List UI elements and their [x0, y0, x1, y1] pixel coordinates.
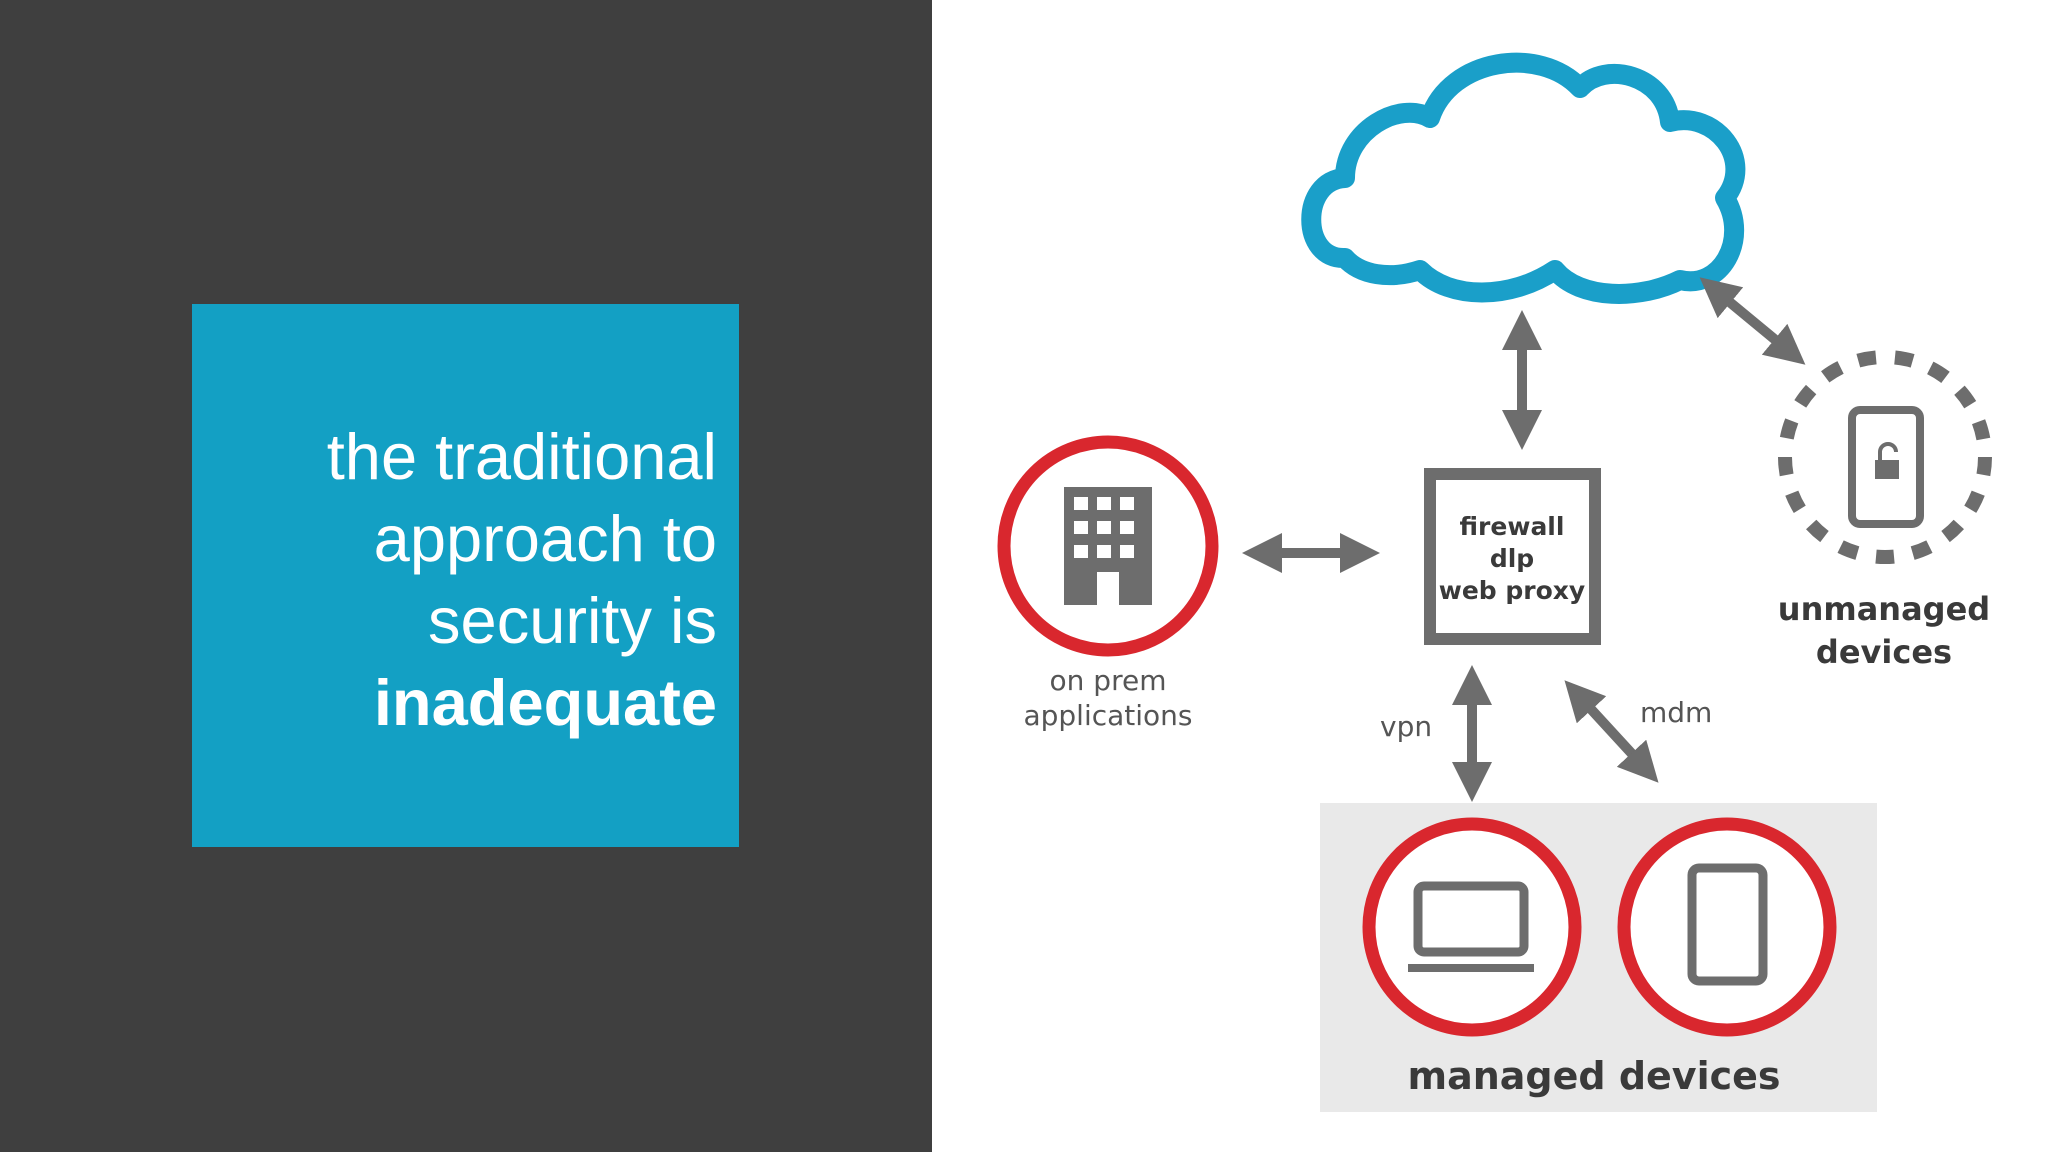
title-line-3: security is	[428, 584, 717, 657]
building-icon	[1064, 487, 1152, 605]
title-box: the traditional approach to security is …	[192, 304, 739, 847]
on-prem-node: on prem applications	[997, 435, 1219, 732]
unmanaged-line-2: devices	[1816, 633, 1952, 671]
title-line-2: approach to	[373, 502, 717, 575]
slide-title: the traditional approach to security is …	[327, 416, 717, 744]
mdm-label: mdm	[1640, 696, 1712, 729]
on-prem-line-1: on prem	[1050, 664, 1167, 697]
unmanaged-line-1: unmanaged	[1778, 590, 1990, 628]
vpn-label: vpn	[1380, 710, 1432, 743]
gateway-box: firewall dlp web proxy	[1424, 468, 1601, 645]
connector-arrows	[1242, 277, 1806, 802]
gateway-line-1: firewall	[1460, 512, 1565, 541]
title-line-1: the traditional	[326, 420, 717, 493]
gateway-line-3: web proxy	[1439, 576, 1585, 605]
tablet-icon	[1687, 863, 1768, 986]
unlocked-phone-icon	[1848, 406, 1924, 528]
arrow-mdm	[1564, 680, 1659, 783]
unmanaged-node: unmanaged devices	[1778, 350, 1992, 671]
managed-devices-area: managed devices	[1320, 803, 1877, 1112]
on-prem-line-2: applications	[1023, 699, 1192, 732]
cloud-icon	[1301, 52, 1746, 304]
gateway-line-2: dlp	[1490, 544, 1534, 573]
arrow-cloud-unmanaged	[1699, 277, 1806, 365]
left-panel: the traditional approach to security is …	[0, 0, 932, 1152]
laptop-icon	[1408, 881, 1534, 972]
managed-devices-label: managed devices	[1407, 1054, 1780, 1098]
title-emphasis: inadequate	[373, 666, 717, 739]
